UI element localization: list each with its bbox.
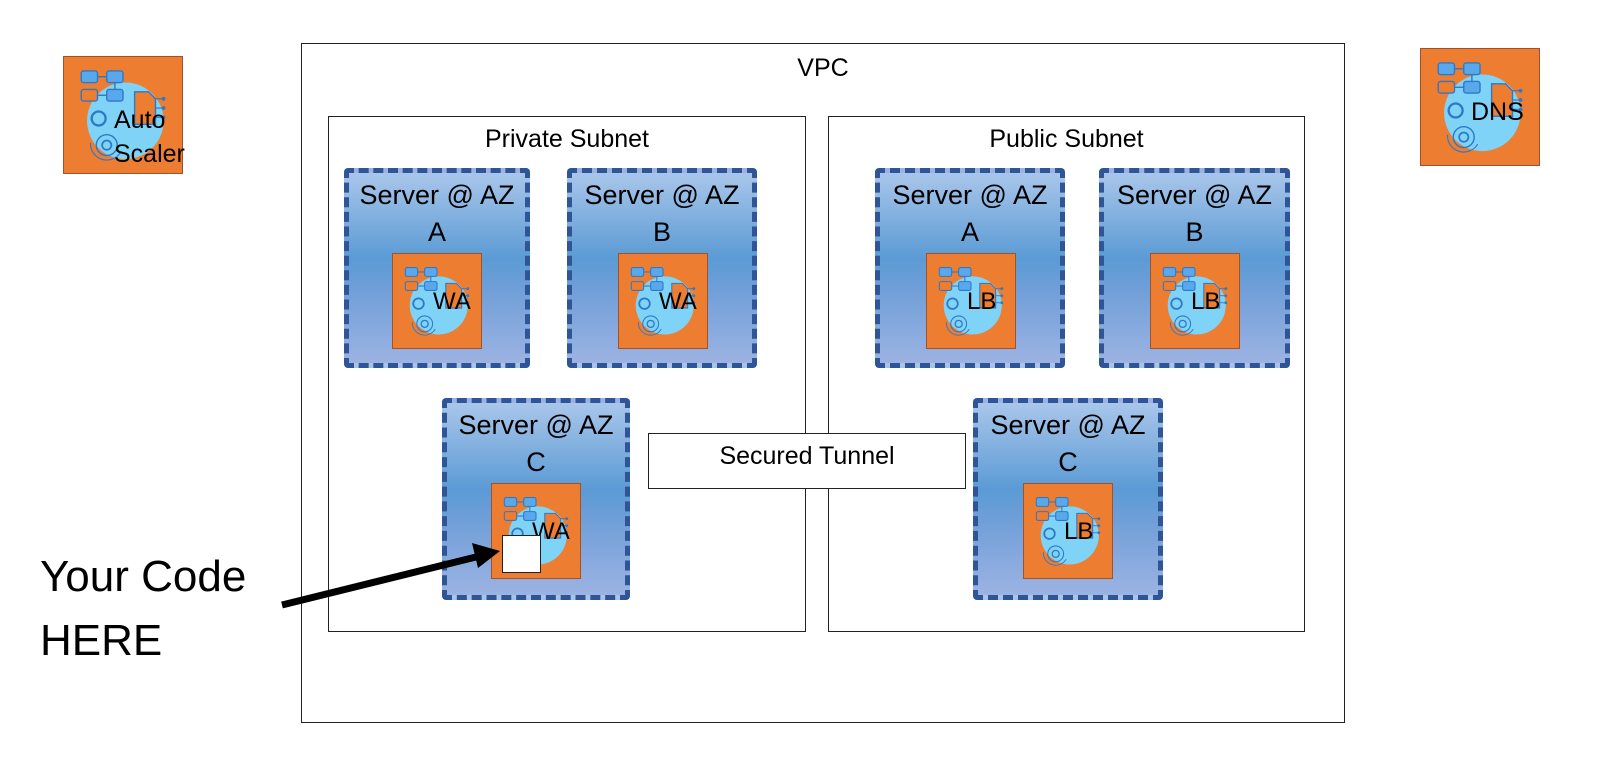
server-zone: B: [1185, 217, 1204, 247]
service-label: LB: [967, 288, 997, 315]
service-lb[interactable]: LB: [1023, 483, 1113, 579]
public-subnet-label: Public Subnet: [989, 125, 1144, 153]
service-lb[interactable]: LB: [1150, 253, 1240, 349]
server-label: Server @ AZ: [1117, 180, 1272, 210]
server-label: Server @ AZ: [990, 410, 1146, 440]
service-wa[interactable]: WA: [618, 253, 708, 349]
dns-node[interactable]: DNS: [1420, 48, 1540, 166]
annotation-line2: HERE: [40, 616, 163, 665]
your-code-annotation: Your Code HERE: [40, 545, 246, 673]
autoscaler-label-line2: Scaler: [114, 140, 185, 168]
code-placeholder-box[interactable]: [502, 535, 541, 573]
autoscaler-node[interactable]: Auto Scaler: [63, 56, 185, 174]
server-zone: A: [960, 217, 979, 247]
service-label: WA: [433, 288, 471, 315]
server-label: Server @ AZ: [892, 180, 1048, 210]
arrow-shaft: [281, 552, 481, 609]
server-public-c[interactable]: Server @ AZ C LB: [973, 398, 1163, 600]
autoscaler-label-line1: Auto: [114, 106, 166, 134]
server-zone: C: [1058, 447, 1078, 477]
server-public-a[interactable]: Server @ AZ A LB: [875, 168, 1065, 368]
arrow-head-icon: [472, 543, 500, 568]
server-label: Server @ AZ: [359, 180, 515, 210]
server-zone: A: [427, 217, 446, 247]
service-label: LB: [1064, 518, 1094, 545]
server-zone: C: [526, 447, 546, 477]
service-lb[interactable]: LB: [926, 253, 1016, 349]
service-label: WA: [659, 288, 697, 315]
server-label: Server @ AZ: [458, 410, 614, 440]
service-label: LB: [1191, 288, 1221, 315]
vpc-label: VPC: [797, 54, 849, 82]
server-zone: B: [652, 217, 671, 247]
server-public-b[interactable]: Server @ AZ B LB: [1099, 168, 1290, 368]
service-wa[interactable]: WA: [392, 253, 482, 349]
server-private-b[interactable]: Server @ AZ B WA: [567, 168, 757, 368]
server-label: Server @ AZ: [584, 180, 740, 210]
private-subnet-label: Private Subnet: [485, 125, 649, 153]
dns-label: DNS: [1471, 98, 1524, 126]
secured-tunnel[interactable]: Secured Tunnel: [648, 433, 966, 489]
annotation-line1: Your Code: [40, 552, 247, 601]
secured-tunnel-label: Secured Tunnel: [719, 442, 895, 470]
server-private-a[interactable]: Server @ AZ A WA: [344, 168, 530, 368]
